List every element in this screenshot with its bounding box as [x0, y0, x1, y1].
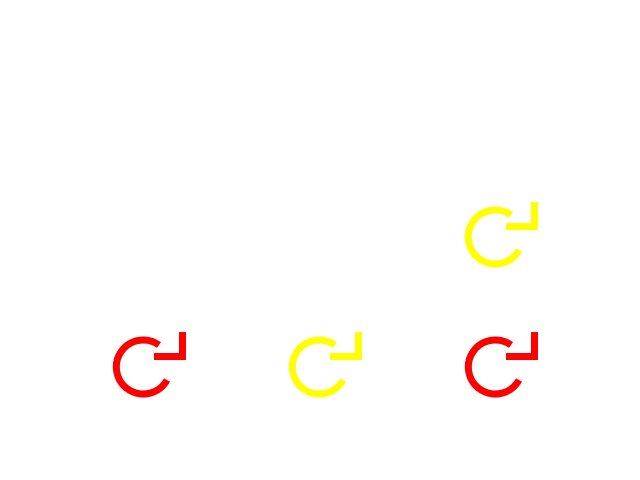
redo-icon	[288, 332, 362, 398]
redo-button-yellow-bottom-middle[interactable]	[288, 328, 368, 418]
redo-icon	[464, 202, 538, 268]
redo-button-red-bottom-left[interactable]	[112, 328, 192, 418]
redo-button-red-bottom-right[interactable]	[464, 328, 544, 418]
redo-button-yellow-top-right[interactable]	[464, 198, 544, 288]
redo-icon	[464, 332, 538, 398]
redo-icon	[112, 332, 186, 398]
